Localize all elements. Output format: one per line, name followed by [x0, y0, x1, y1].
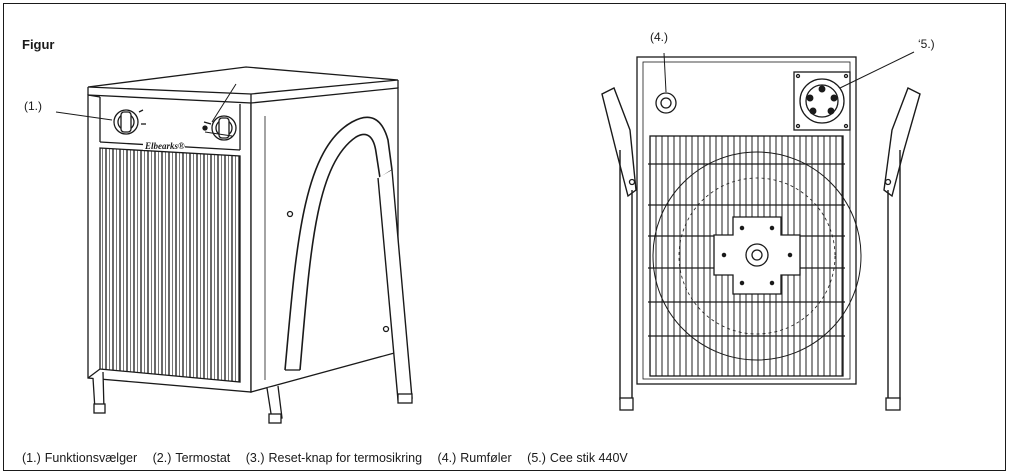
function-selector-knob — [113, 109, 146, 135]
caption-item-2: (2.)Termostat — [152, 451, 231, 465]
callout-4: (4.) — [650, 30, 668, 44]
caption-item-5: (5.)Cee stik 440V — [527, 451, 628, 465]
caption-item-3: (3.)Reset-knap for termosikring — [245, 451, 423, 465]
heater-rear-view — [601, 51, 921, 411]
callout-1: (1.) — [24, 99, 42, 113]
figure-title: Figur — [22, 37, 55, 52]
reset-button-icon — [202, 125, 208, 131]
room-sensor-icon — [655, 92, 677, 114]
brand-logo: Elbearks® — [144, 141, 185, 151]
callout-5: ‘5.) — [918, 37, 935, 51]
figure-frame — [3, 3, 1006, 471]
caption-item-4: (4.)Rumføler — [437, 451, 512, 465]
figure-caption: (1.)Funktionsvælger (2.)Termostat (3.)Re… — [22, 451, 640, 465]
heater-front-view — [55, 66, 413, 424]
caption-item-1: (1.)Funktionsvælger — [22, 451, 138, 465]
cee-socket-icon — [793, 71, 851, 131]
